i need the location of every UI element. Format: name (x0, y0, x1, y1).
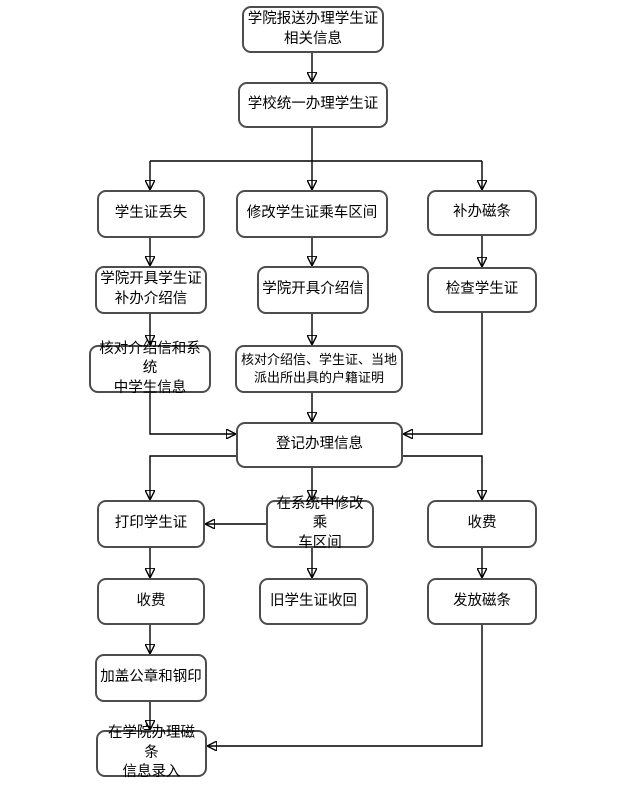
flow-node-record-magstripe: 在学院办理磁条 信息录入 (96, 725, 207, 780)
flow-node-fee-right: 收费 (427, 500, 537, 548)
flow-node-issue-magstripe: 发放磁条 (427, 578, 537, 625)
flow-node-print-card: 打印学生证 (97, 500, 205, 548)
flow-node-modify-interval: 修改学生证乘车区间 (236, 190, 388, 238)
flow-node-modify-in-system: 在系统中修改乘 车区间 (266, 496, 374, 551)
flow-node-replace-magstripe: 补办磁条 (427, 190, 537, 236)
flow-node-report-info: 学院报送办理学生证 相关信息 (242, 6, 384, 53)
connector-issue-to-record (208, 625, 483, 746)
flow-node-card-lost: 学生证丢失 (97, 190, 205, 238)
connector-verify-system-to-register (149, 393, 235, 434)
connector-register-to-fee-right (403, 455, 482, 499)
flow-node-college-letter-lost: 学院开具学生证 补办介绍信 (95, 266, 207, 314)
connector-register-to-print (150, 455, 236, 499)
flow-node-seal-stamp: 加盖公章和钢印 (95, 654, 207, 702)
flow-node-fee-left: 收费 (97, 578, 205, 625)
flow-node-school-unified: 学校统一办理学生证 (238, 82, 388, 128)
flow-node-check-card: 检查学生证 (427, 267, 537, 313)
flow-node-verify-letter-system: 核对介绍信和系统 中学生信息 (89, 341, 211, 396)
flow-node-old-card-return: 旧学生证收回 (259, 578, 368, 625)
connector-check-to-register (404, 313, 483, 434)
flow-node-verify-letter-card: 核对介绍信、学生证、当地 派出所出具的户籍证明 (235, 345, 403, 393)
flow-node-register-info: 登记办理信息 (236, 422, 403, 468)
flow-node-college-letter: 学院开具介绍信 (257, 266, 369, 314)
